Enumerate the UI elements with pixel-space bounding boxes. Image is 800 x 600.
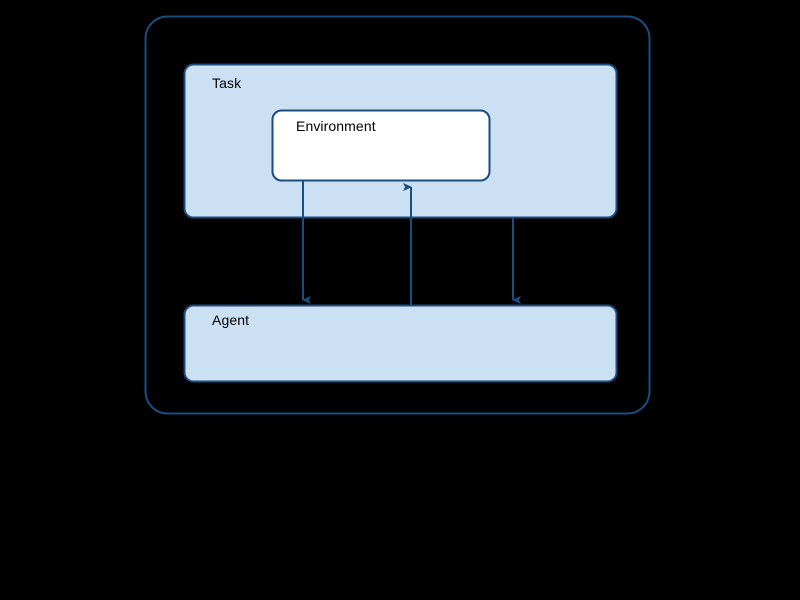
agent-box-label: Agent (212, 312, 250, 328)
system-boundary-outline (144, 15, 651, 415)
environment-box[interactable] (271, 109, 491, 182)
environment-box-label: Environment (296, 118, 376, 134)
agent-box[interactable] (183, 304, 618, 383)
task-box-label: Task (212, 75, 242, 91)
